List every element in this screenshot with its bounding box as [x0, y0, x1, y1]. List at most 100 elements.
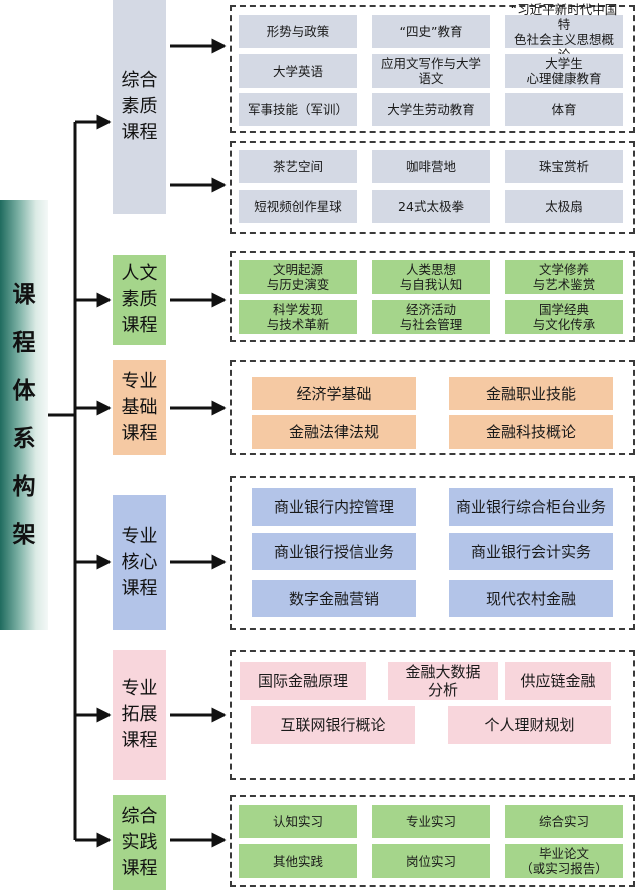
- category-core: 专业 核心 课程: [113, 495, 166, 630]
- panel-general-required: [230, 5, 635, 133]
- course-box: 珠宝赏析: [505, 150, 623, 183]
- label-text: 商业银行内控管理: [273, 498, 394, 516]
- label-text: 个人理财规划: [484, 716, 575, 734]
- course-box: 人类思想 与自我认知: [372, 260, 490, 294]
- label-text: 商业银行会计实务: [470, 542, 591, 561]
- panel-general-elective: [230, 141, 635, 234]
- label-text: “四史”教育: [399, 24, 463, 39]
- course-box: 形势与政策: [239, 15, 357, 48]
- category-extension: 专业 拓展 课程: [113, 650, 166, 780]
- label-text: 国学经典 与文化传承: [532, 302, 596, 332]
- course-box: 岗位实习: [372, 844, 490, 878]
- course-box: “四史”教育: [372, 15, 490, 48]
- panel-practice: [230, 795, 635, 887]
- course-box: 体育: [505, 93, 623, 126]
- label-text: 大学英语: [272, 63, 323, 79]
- course-box: 认知实习: [239, 805, 357, 838]
- label-text: 商业银行综合柜台业务: [455, 498, 606, 516]
- title-char: 构: [12, 474, 36, 500]
- course-box: 科学发现 与技术革新: [239, 300, 357, 334]
- course-box: 太极扇: [505, 190, 623, 223]
- course-box: 大学生 心理健康教育: [505, 54, 623, 88]
- label-text: 珠宝赏析: [538, 159, 589, 174]
- label-text: 综合实习: [538, 814, 589, 829]
- label-text: “习近平新时代中国特 色社会主义思想概论: [510, 1, 618, 62]
- course-box: 个人理财规划: [448, 706, 611, 744]
- course-box: 综合实习: [505, 805, 623, 838]
- label-text: 茶艺空间: [272, 159, 323, 174]
- course-box: 专业实习: [372, 805, 490, 838]
- course-box: 文学修养 与艺术鉴赏: [505, 260, 623, 294]
- course-box: 咖啡营地: [372, 150, 490, 183]
- label-text: 认知实习: [272, 814, 323, 829]
- label-text: 供应链金融: [520, 672, 596, 690]
- category-humanities: 人文 素质 课程: [113, 255, 166, 345]
- label-text: 大学生 心理健康教育: [526, 56, 602, 86]
- label-text: 太极扇: [545, 199, 583, 214]
- label-text: 专业 基础 课程: [121, 370, 158, 444]
- course-box: 军事技能（军训）: [239, 93, 357, 126]
- label-text: 应用文写作与大学 语文: [380, 56, 481, 86]
- course-box: 茶艺空间: [239, 150, 357, 183]
- course-box: 金融法律法规: [252, 415, 416, 449]
- label-text: 金融大数据 分析: [405, 663, 481, 699]
- label-text: 体育: [551, 102, 577, 117]
- label-text: 文学修养 与艺术鉴赏: [532, 262, 596, 292]
- label-text: 人类思想 与自我认知: [399, 262, 463, 292]
- label-text: 金融法律法规: [288, 423, 379, 441]
- label-text: 金融科技概论: [485, 423, 576, 441]
- label-text: 专业 拓展 课程: [121, 678, 158, 751]
- course-box: 金融大数据 分析: [388, 662, 498, 700]
- label-text: 咖啡营地: [405, 159, 456, 174]
- course-box: “习近平新时代中国特 色社会主义思想概论: [505, 2, 623, 62]
- label-text: 综合 素质 课程: [121, 70, 158, 143]
- panel-humanities: [230, 251, 635, 342]
- label-text: 短视频创作星球: [254, 199, 342, 214]
- course-box: 毕业论文 （或实习报告）: [505, 844, 623, 878]
- diagram-title: 课程体系构架: [0, 200, 48, 630]
- label-text: 数字金融营销: [288, 589, 379, 608]
- title-char: 架: [12, 522, 36, 548]
- course-box: 文明起源 与历史演变: [239, 260, 357, 294]
- panel-extension: [230, 650, 635, 780]
- title-char: 程: [12, 330, 36, 356]
- course-box: 现代农村金融: [449, 580, 613, 617]
- label-text: 24式太极拳: [398, 199, 464, 214]
- course-box: 大学生劳动教育: [372, 93, 490, 126]
- course-box: 经济活动 与社会管理: [372, 300, 490, 334]
- label-text: 综合 实践 课程: [121, 805, 158, 879]
- label-text: 岗位实习: [405, 853, 456, 869]
- panel-foundation: [230, 360, 635, 455]
- label-text: 形势与政策: [266, 24, 330, 39]
- course-box: 互联网银行概论: [251, 706, 415, 744]
- course-box: 商业银行会计实务: [449, 533, 613, 570]
- course-box: 短视频创作星球: [239, 190, 357, 223]
- label-text: 大学生劳动教育: [387, 102, 475, 117]
- label-text: 军事技能（军训）: [247, 102, 348, 117]
- course-box: 应用文写作与大学 语文: [372, 54, 490, 88]
- course-box: 金融科技概论: [449, 415, 613, 449]
- course-box: 其他实践: [239, 844, 357, 878]
- label-text: 科学发现 与技术革新: [266, 302, 330, 332]
- label-text: 文明起源 与历史演变: [266, 262, 330, 292]
- course-box: 大学英语: [239, 54, 357, 88]
- label-text: 专业 核心 课程: [121, 525, 158, 599]
- label-text: 现代农村金融: [485, 589, 576, 608]
- label-text: 互联网银行概论: [280, 716, 386, 734]
- label-text: 商业银行授信业务: [273, 542, 394, 561]
- course-box: 商业银行综合柜台业务: [449, 488, 613, 526]
- label-text: 毕业论文 （或实习报告）: [520, 846, 608, 876]
- label-text: 经济学基础: [296, 384, 372, 403]
- label-text: 人文 素质 课程: [121, 263, 158, 336]
- course-box: 24式太极拳: [372, 190, 490, 223]
- label-text: 金融职业技能: [485, 384, 576, 403]
- course-box: 国际金融原理: [240, 662, 366, 700]
- title-char: 体: [12, 378, 36, 404]
- course-box: 经济学基础: [252, 377, 416, 410]
- label-text: 其他实践: [272, 853, 323, 869]
- course-box: 商业银行内控管理: [252, 488, 416, 526]
- course-box: 国学经典 与文化传承: [505, 300, 623, 334]
- course-box: 金融职业技能: [449, 377, 613, 410]
- title-char: 系: [12, 426, 36, 452]
